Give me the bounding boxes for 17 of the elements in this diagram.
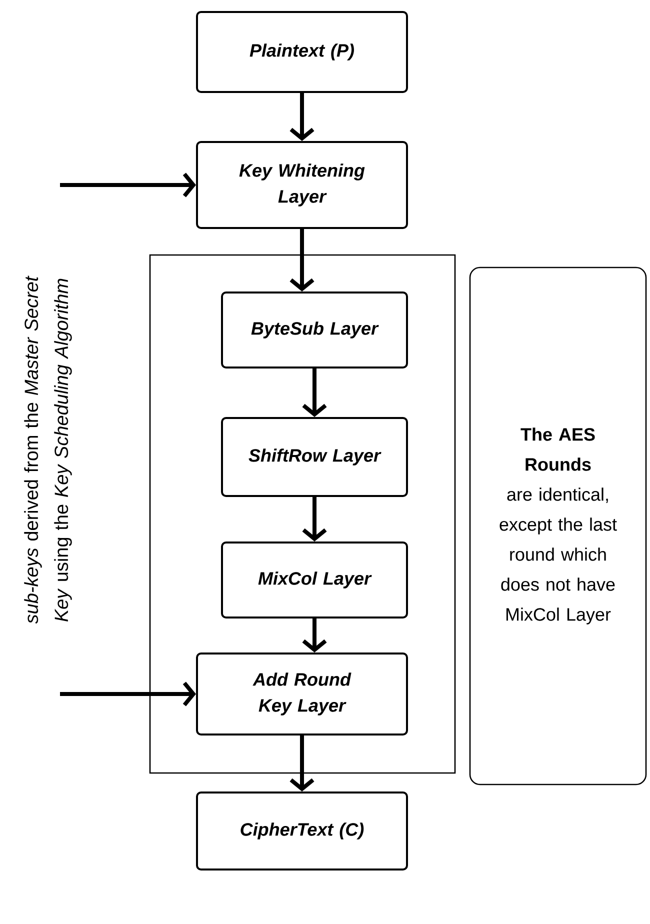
round-frame — [149, 254, 456, 774]
layer-box: Key Whitening Layer — [196, 141, 408, 229]
layer-box: MixCol Layer — [221, 542, 408, 618]
arrow — [290, 736, 314, 792]
layer-box: ByteSub Layer — [221, 292, 408, 368]
layer-box: CipherText (C) — [196, 792, 408, 870]
note-box: The AES Rounds are identical, except the last round which does not have MixCol Layer — [469, 266, 647, 786]
arrow — [60, 682, 196, 706]
arrow — [290, 229, 314, 292]
layer-box: ShiftRow Layer — [221, 417, 408, 497]
arrow — [302, 497, 327, 542]
arrow — [60, 172, 196, 198]
arrow — [302, 618, 327, 652]
layer-box: Plaintext (P) — [196, 11, 408, 93]
arrow — [290, 93, 314, 141]
arrow — [302, 368, 327, 417]
layer-box: Add Round Key Layer — [196, 652, 408, 736]
